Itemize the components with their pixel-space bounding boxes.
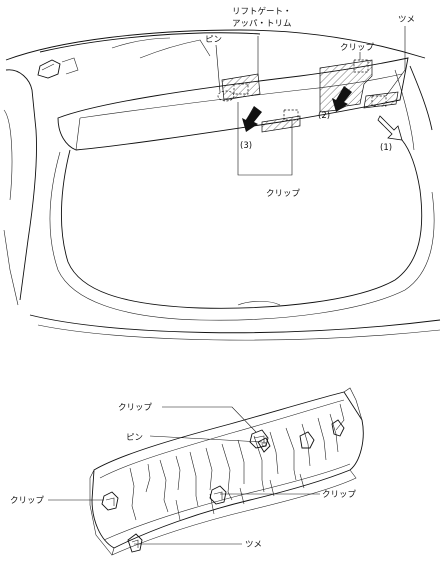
leader-claw-top xyxy=(385,26,406,97)
label-clip-lower-left: クリップ xyxy=(10,496,45,506)
label-step-3: (3) xyxy=(240,141,252,151)
leader-clip-lower-top xyxy=(162,406,257,433)
hinge-bracket xyxy=(37,57,79,79)
clip-boss-left xyxy=(101,491,119,511)
clip-boss-center xyxy=(209,485,227,505)
label-step-1: (1) xyxy=(380,143,392,153)
pin-hatched-area xyxy=(217,73,261,102)
trim-panel-ribs xyxy=(129,413,339,521)
label-clip-top-bottom: クリップ xyxy=(266,189,301,199)
clip-boss-right xyxy=(299,419,345,449)
leader-pin-lower xyxy=(149,435,263,443)
label-liftgate-upper-trim-line2: アッパ・トリム xyxy=(232,19,292,29)
leader-pin-top xyxy=(215,44,221,93)
label-clip-lower-right: クリップ xyxy=(322,490,357,500)
claw-boss xyxy=(127,533,143,553)
window-opening xyxy=(60,139,423,309)
clip-boss-top xyxy=(249,429,269,449)
label-clip-lower-top: クリップ xyxy=(118,403,153,413)
leader-clip-top-bottom xyxy=(237,102,293,176)
claw-hatched-area xyxy=(363,91,399,109)
arrow-step-1 xyxy=(377,115,403,141)
clip-hatched-area-center xyxy=(261,109,301,133)
trim-panel-back-view xyxy=(48,387,364,556)
label-clip-top-right: クリップ xyxy=(340,43,375,53)
liftgate-top-view xyxy=(3,26,441,341)
pin-boss xyxy=(257,437,271,453)
label-pin-top: ピン xyxy=(205,35,222,45)
arrow-step-2 xyxy=(332,86,352,112)
label-liftgate-upper-trim-line1: リフトゲート・ xyxy=(232,6,292,17)
arrow-step-3 xyxy=(242,106,262,132)
label-claw-lower: ツメ xyxy=(245,540,262,550)
label-pin-lower: ピン xyxy=(126,433,143,443)
label-step-2: (2) xyxy=(318,111,330,121)
label-claw-top: ツメ xyxy=(398,15,415,25)
